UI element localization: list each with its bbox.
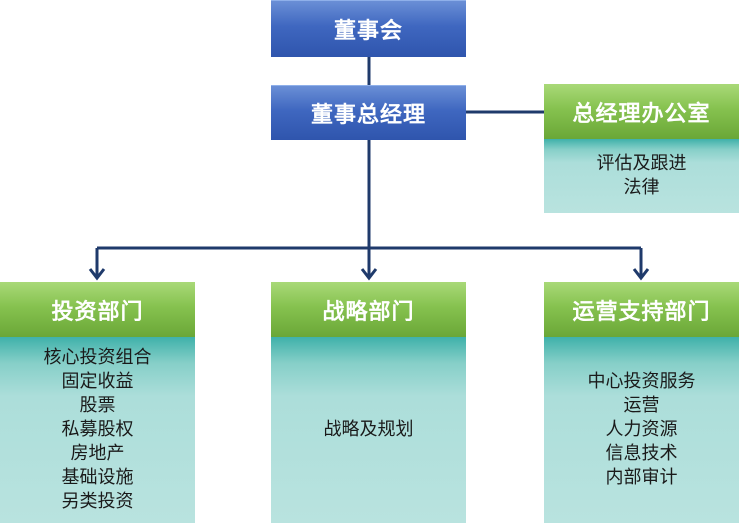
list-item: 人力资源 (605, 419, 678, 440)
ceo-title: 董事总经理 (310, 103, 426, 128)
board-box: 董事会 (271, 0, 466, 57)
list-item: 中心投资服务 (587, 371, 696, 392)
office-header: 总经理办公室 (544, 84, 739, 139)
arrow-operations-icon (632, 268, 650, 281)
board-title: 董事会 (333, 19, 403, 44)
list-item: 另类投资 (61, 491, 134, 512)
dept-card-strategy: 战略部门 战略及规划 (271, 282, 466, 523)
arrow-strategy-icon (360, 268, 378, 281)
dept-title-investment: 投资部门 (51, 299, 144, 325)
list-item: 房地产 (70, 443, 125, 464)
office-title: 总经理办公室 (572, 101, 711, 127)
list-item: 内部审计 (605, 467, 678, 488)
arrow-investment-icon (88, 268, 106, 281)
dept-header-investment: 投资部门 (0, 282, 195, 337)
list-item: 信息技术 (605, 443, 678, 464)
ceo-box: 董事总经理 (271, 85, 466, 140)
dept-body-strategy: 战略及规划 (271, 337, 466, 523)
dept-title-operations: 运营支持部门 (572, 299, 711, 325)
list-item: 股票 (79, 395, 116, 416)
dept-body-operations: 中心投资服务运营人力资源信息技术内部审计 (544, 337, 739, 523)
dept-title-strategy: 战略部门 (322, 299, 415, 325)
list-item: 私募股权 (61, 419, 134, 440)
office-body: 评估及跟进法律 (544, 139, 739, 213)
list-item: 评估及跟进 (596, 153, 687, 174)
dept-body-investment: 核心投资组合固定收益股票私募股权房地产基础设施另类投资 (0, 337, 195, 523)
list-item: 法律 (623, 177, 660, 198)
list-item: 运营 (623, 395, 660, 416)
list-item: 核心投资组合 (43, 347, 152, 368)
dept-header-operations: 运营支持部门 (544, 282, 739, 337)
dept-header-strategy: 战略部门 (271, 282, 466, 337)
dept-card-operations: 运营支持部门 中心投资服务运营人力资源信息技术内部审计 (544, 282, 739, 523)
list-item: 固定收益 (61, 371, 134, 392)
dept-card-investment: 投资部门 核心投资组合固定收益股票私募股权房地产基础设施另类投资 (0, 282, 195, 523)
list-item: 基础设施 (61, 467, 134, 488)
list-item: 战略及规划 (323, 419, 414, 440)
office-card: 总经理办公室 评估及跟进法律 (544, 84, 739, 213)
